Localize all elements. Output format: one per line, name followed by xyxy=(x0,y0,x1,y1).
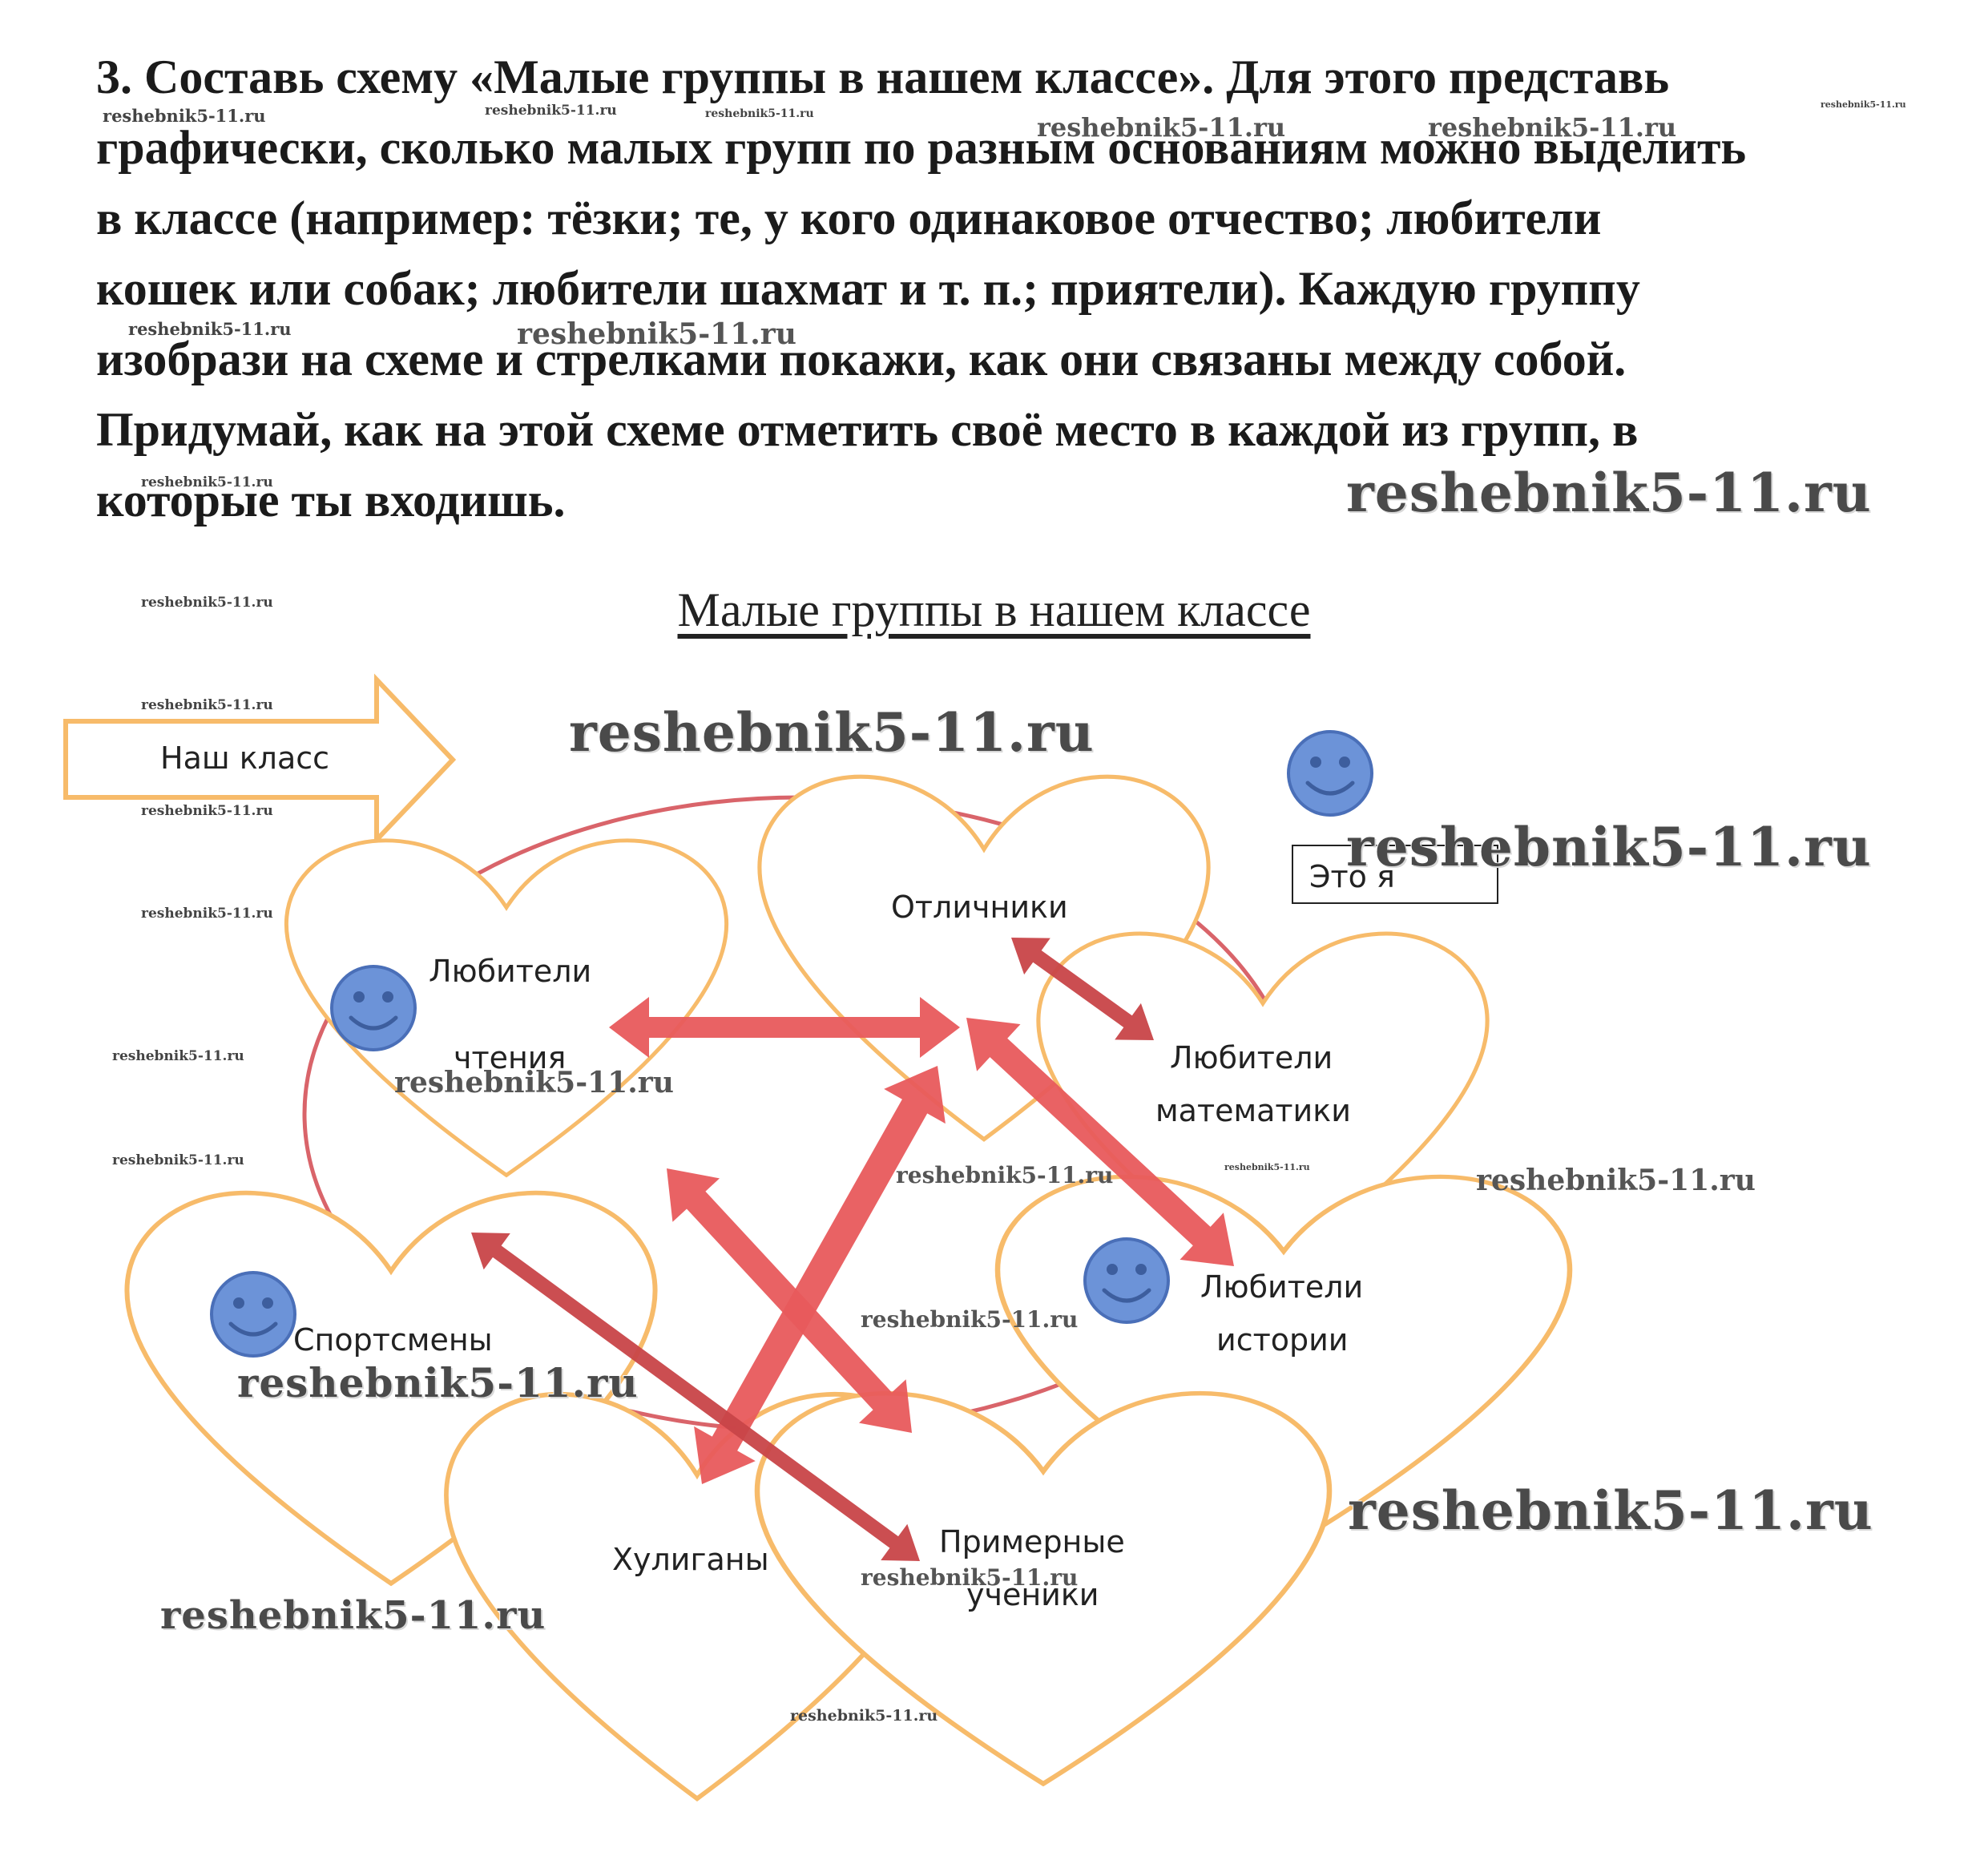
smiley-me-icon xyxy=(1288,732,1372,815)
group-reading-line2: чтения xyxy=(454,1040,567,1075)
task-line-2: графически, сколько малых групп по разны… xyxy=(96,121,1747,174)
task-line-3: в классе (например: тёзки; те, у кого од… xyxy=(96,192,1602,244)
arrow-excellent-hooligans xyxy=(694,1066,946,1484)
arrow-excellent-history xyxy=(966,1018,1234,1266)
legend-label: Это я xyxy=(1309,859,1395,894)
group-hooligans: Хулиганы xyxy=(612,1542,769,1577)
smiley-history-icon xyxy=(1085,1239,1168,1322)
smiley-reading-icon xyxy=(332,966,415,1050)
arrow-sport-model xyxy=(471,1233,920,1561)
group-history-line1: Любители xyxy=(1200,1269,1364,1305)
group-math-line2: математики xyxy=(1155,1093,1351,1128)
arrow-reading-excellent xyxy=(609,997,960,1058)
arrow-hooligans-model xyxy=(667,1168,912,1433)
legend-box xyxy=(1292,845,1498,904)
group-sport: Спортсмены xyxy=(293,1322,493,1358)
group-history-line2: истории xyxy=(1216,1322,1349,1358)
task-line-6: Придумай, как на этой схеме отметить сво… xyxy=(96,403,1639,456)
task-line-5: изобрази на схеме и стрелками покажи, ка… xyxy=(96,333,1627,385)
task-line-1: 3. Составь схему «Малые группы в нашем к… xyxy=(96,50,1670,103)
group-excellent: Отличники xyxy=(891,890,1068,925)
arrow-excellent-math xyxy=(1011,938,1154,1040)
group-reading-line1: Любители xyxy=(429,954,592,989)
task-line-4: кошек или собак; любители шахмат и т. п.… xyxy=(96,262,1640,315)
group-model-line1: Примерные xyxy=(939,1524,1125,1559)
class-arrow xyxy=(63,673,457,846)
diagram-title: Малые группы в нашем классе xyxy=(677,583,1311,636)
smiley-sport-icon xyxy=(212,1273,295,1356)
group-math-line1: Любители xyxy=(1170,1040,1333,1075)
arrows-layer xyxy=(471,938,1234,1561)
group-model-line2: ученики xyxy=(966,1577,1099,1612)
task-line-7: которые ты входишь. xyxy=(96,474,566,527)
class-arrow-label: Наш класс xyxy=(160,740,330,776)
